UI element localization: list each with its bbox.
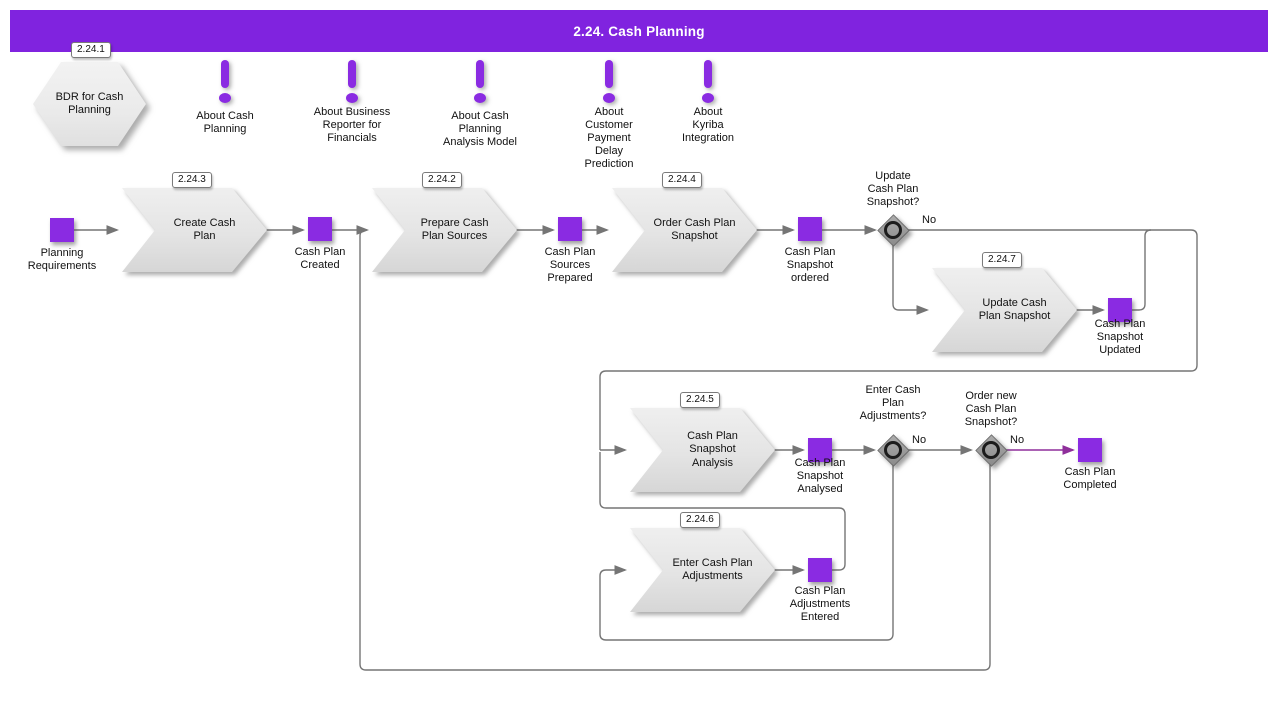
event-cash-plan-completed[interactable]: [1078, 438, 1102, 462]
decision-order-new-snapshot[interactable]: [974, 433, 1008, 467]
no-label: No: [912, 434, 927, 446]
event-label: Cash Plan Completed: [1063, 466, 1117, 491]
event-label: Planning Requirements: [27, 247, 97, 272]
task-prepare-cash-plan-sources[interactable]: Prepare Cash Plan Sources: [372, 188, 517, 272]
task-update-cash-plan-snapshot[interactable]: Update Cash Plan Snapshot: [932, 268, 1077, 352]
badge-snapshot-analysis[interactable]: 2.24.5: [680, 392, 720, 408]
event-label: Cash Plan Sources Prepared: [544, 246, 596, 284]
exclamation-icon[interactable]: [470, 60, 490, 105]
gateway-icon: [884, 221, 902, 239]
note-about-cash-planning[interactable]: About Cash Planning: [196, 110, 254, 135]
badge-enter-adjustments[interactable]: 2.24.6: [680, 512, 720, 528]
note-about-payment-delay[interactable]: About Customer Payment Delay Prediction: [584, 106, 634, 170]
exclamation-icon[interactable]: [599, 60, 619, 105]
hexagon-label: BDR for Cash Planning: [55, 90, 124, 117]
hexagon-shape: [33, 62, 146, 146]
badge-create-cash-plan[interactable]: 2.24.3: [172, 172, 212, 188]
no-label: No: [922, 214, 937, 226]
decision-question: Update Cash Plan Snapshot?: [866, 170, 920, 208]
decision-enter-adjustments[interactable]: [876, 433, 910, 467]
exclamation-icon[interactable]: [698, 60, 718, 105]
event-label: Cash Plan Adjustments Entered: [789, 585, 851, 623]
decision-update-snapshot[interactable]: [876, 213, 910, 247]
exclamation-icon[interactable]: [215, 60, 235, 105]
no-label: No: [1010, 434, 1025, 446]
bdr-hexagon[interactable]: BDR for Cash Planning: [33, 62, 146, 146]
event-snapshot-ordered[interactable]: [798, 217, 822, 241]
task-create-cash-plan[interactable]: Create Cash Plan: [122, 188, 267, 272]
badge-bdr[interactable]: 2.24.1: [71, 42, 111, 58]
gateway-icon: [982, 441, 1000, 459]
task-cash-plan-snapshot-analysis[interactable]: Cash Plan Snapshot Analysis: [630, 408, 775, 492]
event-adjustments-entered[interactable]: [808, 558, 832, 582]
note-about-business-reporter[interactable]: About Business Reporter for Financials: [313, 106, 391, 144]
decision-question: Order new Cash Plan Snapshot?: [964, 390, 1018, 428]
task-enter-cash-plan-adjustments[interactable]: Enter Cash Plan Adjustments: [630, 528, 775, 612]
gateway-icon: [884, 441, 902, 459]
event-planning-requirements[interactable]: [50, 218, 74, 242]
event-label: Cash Plan Snapshot Updated: [1094, 318, 1146, 356]
exclamation-icon[interactable]: [342, 60, 362, 105]
note-about-kyriba[interactable]: About Kyriba Integration: [682, 106, 734, 144]
note-about-analysis-model[interactable]: About Cash Planning Analysis Model: [443, 110, 517, 148]
event-label: Cash Plan Snapshot ordered: [784, 246, 836, 284]
event-label: Cash Plan Snapshot Analysed: [794, 457, 846, 495]
event-label: Cash Plan Created: [294, 246, 346, 271]
badge-prepare-sources[interactable]: 2.24.2: [422, 172, 462, 188]
decision-question: Enter Cash Plan Adjustments?: [859, 384, 927, 422]
event-sources-prepared[interactable]: [558, 217, 582, 241]
page-title: 2.24. Cash Planning: [573, 23, 705, 39]
task-order-cash-plan-snapshot[interactable]: Order Cash Plan Snapshot: [612, 188, 757, 272]
badge-order-snapshot[interactable]: 2.24.4: [662, 172, 702, 188]
badge-update-snapshot[interactable]: 2.24.7: [982, 252, 1022, 268]
event-snapshot-analysed[interactable]: [808, 438, 832, 462]
connectors: [74, 225, 1198, 671]
event-snapshot-updated[interactable]: [1108, 298, 1132, 322]
event-cash-plan-created[interactable]: [308, 217, 332, 241]
diagram-header: 2.24. Cash Planning: [10, 10, 1268, 52]
